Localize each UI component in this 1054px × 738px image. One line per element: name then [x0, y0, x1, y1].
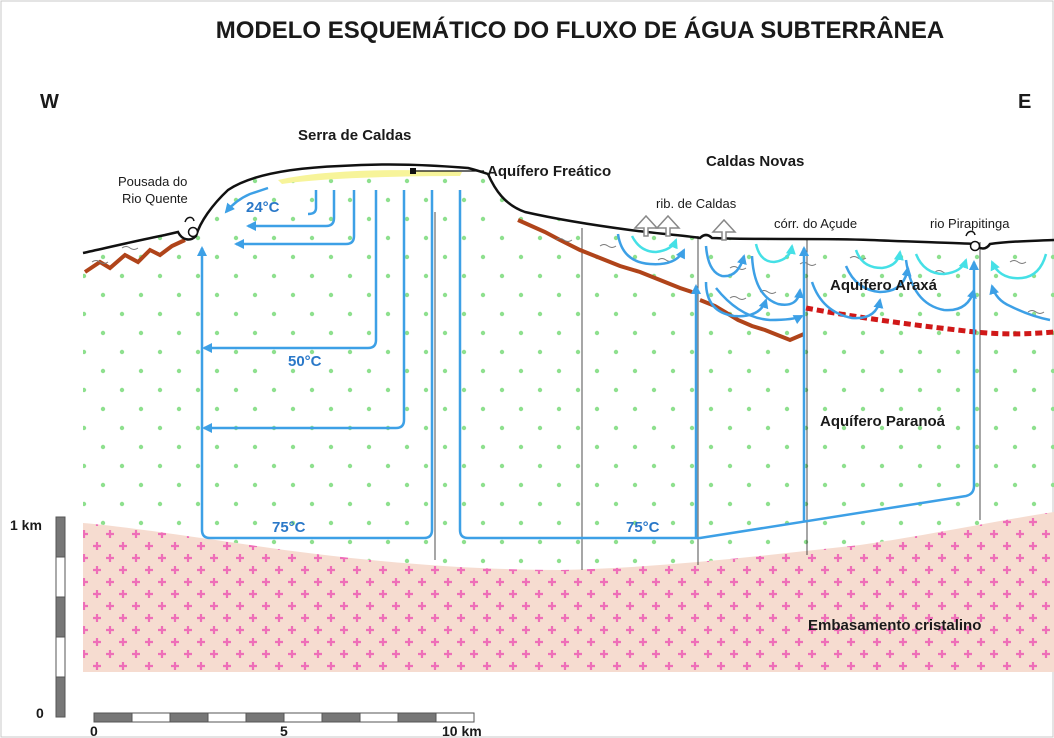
pousada-label-line1: Pousada do: [118, 174, 187, 189]
pousada-label-line2: Rio Quente: [122, 191, 188, 206]
weathering-line-araxa: [699, 298, 805, 343]
spring-pirapitinga-arrow-icon: [965, 230, 976, 237]
discharge-arrows-icon: [633, 214, 737, 241]
araxa-contact-line: [805, 305, 1054, 337]
aquifero-freatico-label: Aquífero Freático: [487, 163, 611, 180]
horizontal-scale-mid-label: 5: [280, 723, 288, 738]
temp-24-label: 24°C: [246, 199, 280, 216]
east-label: E: [1018, 91, 1031, 113]
aquifero-paranoa-label: Aquífero Paranoá: [820, 413, 946, 430]
vertical-scale-bar: [55, 516, 66, 718]
diagram-title: MODELO ESQUEMÁTICO DO FLUXO DE ÁGUA SUBT…: [216, 16, 944, 44]
freatico-marker: [410, 168, 416, 174]
embasamento-body: [83, 512, 1054, 672]
spring-pousada-arrow-icon: [184, 216, 195, 223]
temp-75-east-label: 75°C: [626, 519, 660, 536]
serra-de-caldas-label: Serra de Caldas: [298, 127, 411, 144]
vertical-scale-top-label: 1 km: [10, 517, 42, 533]
temp-50-label: 50°C: [288, 353, 322, 370]
spring-pousada-icon: [187, 226, 199, 238]
rib-caldas-label: rib. de Caldas: [656, 196, 737, 211]
weathering-line-west: [83, 238, 186, 274]
rio-pirapitinga-label: rio Pirapitinga: [930, 216, 1010, 231]
paranoa-aquifer-body: [83, 164, 1054, 570]
caldas-novas-label: Caldas Novas: [706, 153, 804, 170]
horizontal-scale-bar: [93, 712, 475, 723]
ground-surface: [82, 163, 1054, 255]
horizontal-scale-start-label: 0: [90, 723, 98, 738]
embasamento-label: Embasamento cristalino: [808, 617, 981, 634]
spring-pirapitinga-icon: [969, 240, 981, 252]
fault-lines: [434, 212, 981, 570]
temp-75-west-label: 75°C: [272, 519, 306, 536]
horizontal-scale-end-label: 10 km: [442, 723, 482, 738]
vertical-scale-bottom-label: 0: [36, 705, 44, 721]
west-label: W: [40, 91, 59, 113]
weathering-line-east: [517, 218, 693, 294]
aquifero-araxa-label: Aquífero Araxá: [830, 277, 938, 294]
shallow-flow-cells: [616, 233, 1051, 325]
deep-flow-west: [197, 186, 434, 540]
corr-acude-label: córr. do Açude: [774, 216, 857, 231]
